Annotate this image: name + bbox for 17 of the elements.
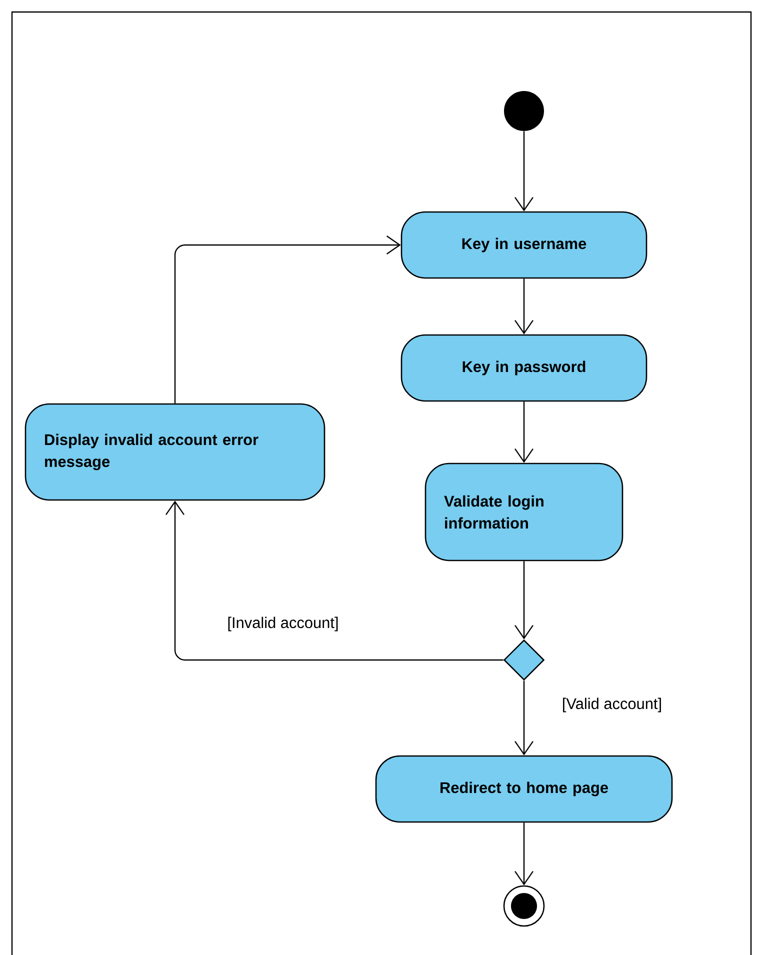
arrow	[514, 131, 534, 212]
action-box: Display invalid account error message	[24, 403, 326, 501]
guard-label: [Valid account]	[560, 696, 664, 714]
arrow	[514, 278, 534, 334]
arrow	[514, 822, 534, 886]
guard-label: [Invalid account]	[226, 616, 340, 632]
arrow	[174, 236, 401, 404]
end-bullseye	[503, 885, 545, 927]
action-box: Validate login information	[424, 462, 624, 562]
action-box: Key in username	[400, 211, 648, 279]
action-box: Key in password	[400, 334, 648, 402]
action-box: Redirect to home page	[375, 755, 673, 823]
arrow	[514, 561, 534, 640]
arrow	[514, 680, 534, 756]
arrow	[514, 402, 534, 463]
arrow	[166, 500, 504, 661]
start-dot	[504, 91, 544, 131]
